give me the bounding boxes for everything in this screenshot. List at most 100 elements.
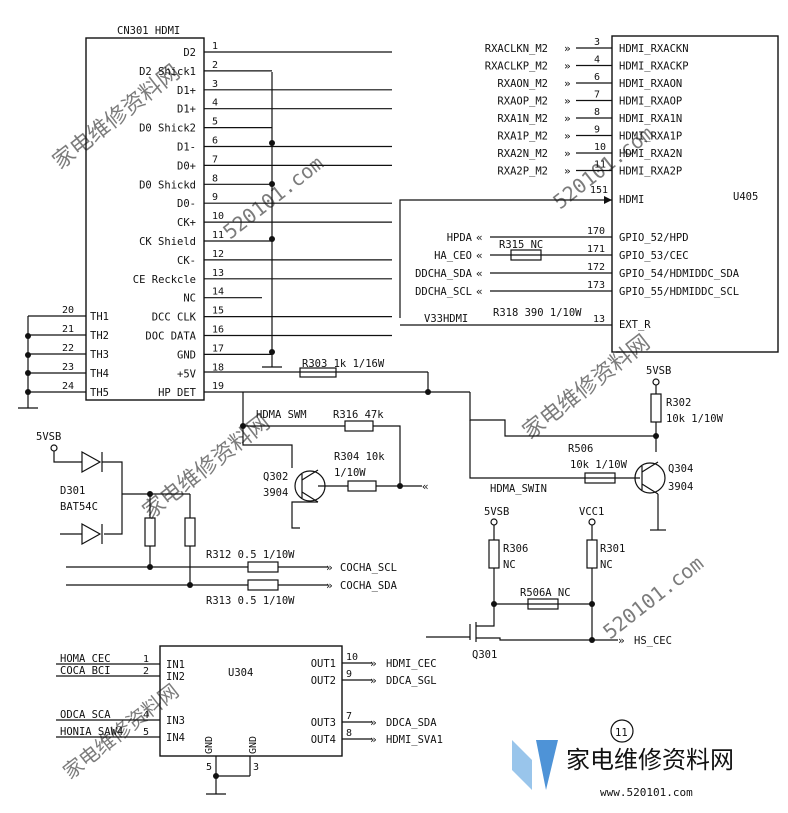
- site-logo: 家电维修资料网 www.520101.com: [512, 740, 734, 799]
- pin-number: 170: [587, 226, 605, 237]
- u304-gnd-pins: GND GND 5 3: [204, 736, 259, 795]
- arrow-glyph: «: [476, 285, 483, 298]
- pin-number: 15: [212, 306, 224, 317]
- net-label: RXAON_M2: [497, 78, 548, 90]
- arrow-glyph: »: [564, 165, 571, 178]
- pin-number: 3: [212, 79, 218, 90]
- pin-name: GPIO_55/HDMIDDC_SCL: [619, 286, 739, 298]
- q304-ref: Q304: [668, 463, 693, 475]
- pin-name: DCC CLK: [152, 312, 197, 324]
- r316-label: R316 47k: [333, 409, 384, 421]
- pin-number: 1: [143, 654, 149, 665]
- net-label: RXAOP_M2: [497, 96, 548, 108]
- page-number-mark: 11: [610, 719, 634, 743]
- logo-text: 家电维修资料网: [566, 746, 734, 774]
- net-label: COCHA_SDA: [340, 580, 398, 592]
- r312-label: R312 0.5 1/10W: [206, 549, 295, 561]
- pin-name: GPIO_54/HDMIDDC_SDA: [619, 268, 740, 280]
- pin-name: IN4: [166, 732, 185, 744]
- pin-number: 10: [212, 211, 224, 222]
- pin-number: 3: [253, 762, 259, 773]
- pin-number: 23: [62, 362, 74, 373]
- net-label: HDMA_SWIN: [490, 483, 547, 495]
- pin-name: D0-: [177, 198, 196, 210]
- r302-ref: R302: [666, 397, 691, 409]
- arrow-glyph: »: [564, 95, 571, 108]
- logo-url: www.520101.com: [600, 786, 693, 799]
- r302-value: 10k 1/10W: [666, 413, 724, 425]
- r506a-label: R506A NC: [520, 587, 571, 599]
- pin-number: 172: [587, 262, 605, 273]
- pin-number: 22: [62, 343, 74, 354]
- svg-text:«: «: [422, 480, 429, 493]
- pin-name: OUT1: [311, 658, 336, 670]
- pin-name: D2 Shick1: [139, 66, 196, 78]
- u405-gpio-pins: HPDA«170GPIO_52/HPDHA_CEO«171GPIO_53/CEC…: [415, 226, 740, 298]
- shield-ground-bus: [262, 72, 282, 368]
- pin-number: 2: [143, 666, 149, 677]
- arrow-glyph: »: [564, 112, 571, 125]
- pin-number: 11: [594, 160, 606, 171]
- pin-number: 13: [212, 268, 224, 279]
- net-label: RXA1P_M2: [497, 131, 548, 143]
- pin-number: 13: [593, 314, 605, 325]
- d301-type: BAT54C: [60, 501, 98, 513]
- r506-ref: R506: [568, 443, 593, 455]
- net-label: HDMA SWM: [256, 409, 307, 421]
- cec-circuit: 5VSB R306 NC VCC1 R301 NC R506A NC » HS_…: [426, 506, 672, 661]
- pin-number: 5: [143, 727, 149, 738]
- u405-hdmi-pin: 151 HDMI: [399, 185, 644, 318]
- pin-name: CK-: [177, 255, 196, 267]
- pin-number: 9: [594, 125, 600, 136]
- connector-title: CN301 HDMI: [117, 25, 180, 37]
- pin-name: IN1: [166, 659, 185, 671]
- net-label: HPDA: [447, 232, 473, 244]
- arrow-glyph: »: [564, 77, 571, 90]
- pin-number: 14: [212, 287, 224, 298]
- arrow-glyph: «: [476, 231, 483, 244]
- pin-number: 4: [594, 55, 600, 66]
- u405-body: [611, 35, 779, 353]
- u304-output-pins: OUT110»HDMI_CECOUT29»DDCA_SGLOUT37»DDCA_…: [311, 652, 443, 746]
- pin-name: HDMI_RXA1N: [619, 113, 682, 125]
- pin-number: 4: [212, 98, 218, 109]
- pin-name: CE Reckcle: [133, 274, 196, 286]
- net-label: RXACLKN_M2: [485, 43, 548, 55]
- r304-label: R304 10k: [334, 451, 385, 463]
- pin-number: 9: [212, 192, 218, 203]
- arrow-glyph: »: [370, 674, 377, 687]
- u405-rx-pins: RXACLKN_M2»3HDMI_RXACKNRXACLKP_M2»4HDMI_…: [485, 37, 689, 178]
- arrow-glyph: »: [564, 60, 571, 73]
- net-label: HS_CEC: [634, 635, 672, 647]
- arrow-glyph: »: [370, 657, 377, 670]
- pin-number: 20: [62, 305, 74, 316]
- pin-number: 7: [212, 154, 218, 165]
- u405-ref: U405: [733, 191, 758, 203]
- r301-ref: R301: [600, 543, 625, 555]
- pin-name: CK Shield: [139, 236, 196, 248]
- pin-number: 10: [346, 652, 358, 663]
- svg-text:»: »: [618, 634, 625, 647]
- pin-number: 17: [212, 343, 224, 354]
- arrow-glyph: »: [564, 147, 571, 160]
- q304-type: 3904: [668, 481, 693, 493]
- pin-name: GND: [248, 736, 259, 754]
- svg-text:»: »: [326, 579, 333, 592]
- pin-name: NC: [183, 293, 196, 305]
- pin-number: 2: [212, 60, 218, 71]
- pin-name: +5V: [177, 368, 197, 380]
- pin-name: HDMI_RXAOP: [619, 96, 682, 108]
- arrow-glyph: «: [476, 249, 483, 262]
- pin-number: 7: [594, 90, 600, 101]
- net-label: HDMI_SVA1: [386, 734, 443, 746]
- pin-number: 12: [212, 249, 224, 260]
- net-label: RXA1N_M2: [497, 113, 548, 125]
- net-label: HA_CEO: [434, 250, 472, 262]
- power-label: 5VSB: [36, 431, 61, 443]
- pin-name: D1-: [177, 142, 196, 154]
- r318-label: R318 390 1/10W: [493, 307, 582, 319]
